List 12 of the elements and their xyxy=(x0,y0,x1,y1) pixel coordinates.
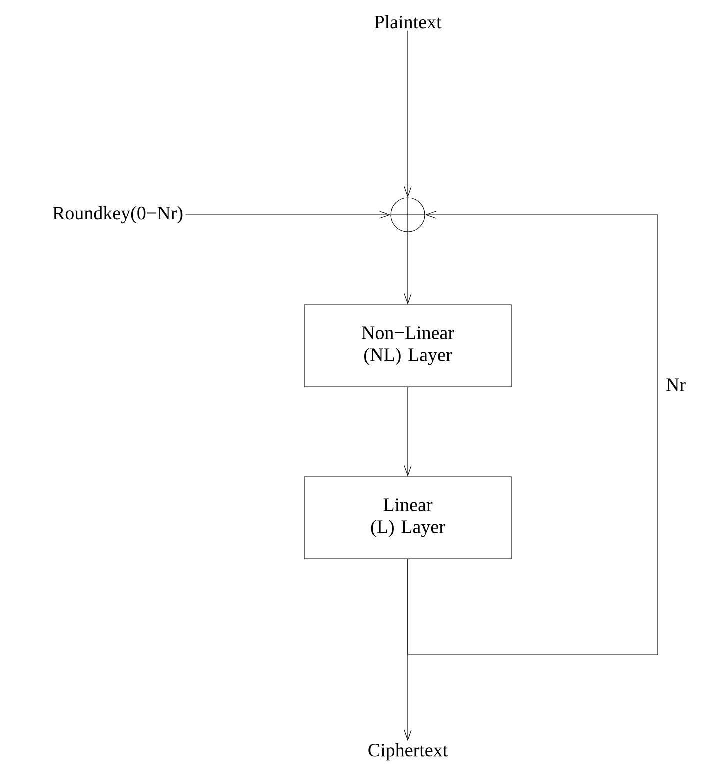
layer-box: Linear (L) Layer xyxy=(304,476,512,560)
node-label: Plaintext xyxy=(374,15,442,29)
node-label: Ciphertext xyxy=(368,743,448,761)
layer-box: Non−Linear (NL) Layer xyxy=(304,304,512,388)
arrow xyxy=(185,211,391,219)
arrow xyxy=(404,387,412,477)
arrow xyxy=(404,30,412,198)
arrow xyxy=(404,232,412,305)
xor-circle xyxy=(390,198,426,232)
edge-label: Nr xyxy=(664,378,688,392)
arrow xyxy=(408,211,658,656)
node-label: Roundkey(0−Nr) xyxy=(53,206,183,224)
